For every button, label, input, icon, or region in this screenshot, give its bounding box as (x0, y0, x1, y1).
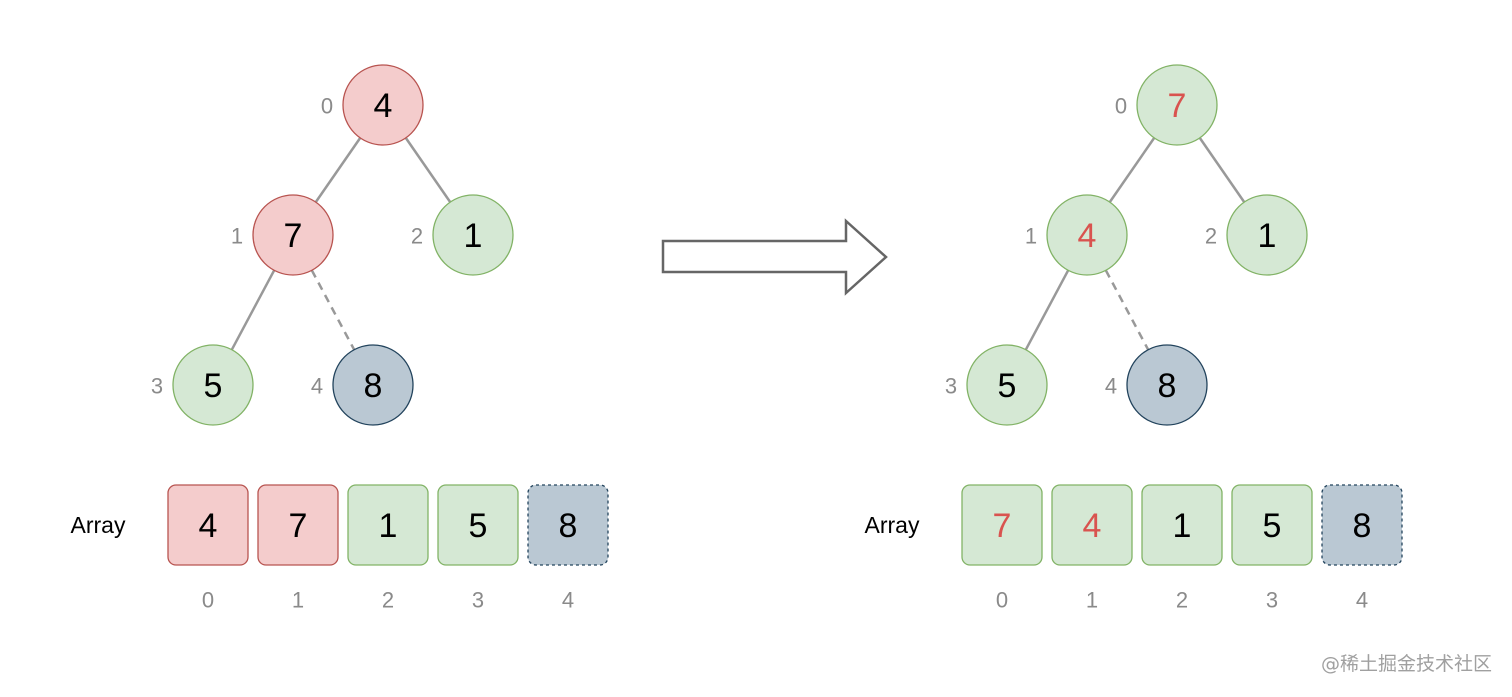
tree-node-index: 1 (231, 224, 243, 249)
tree-node-value: 5 (998, 367, 1017, 405)
array-cell-value: 1 (379, 507, 398, 545)
tree-node-4 (1126, 344, 1208, 426)
array-cell-2 (347, 484, 429, 566)
tree-node-1 (252, 194, 334, 276)
tree-node-value: 1 (1258, 217, 1277, 255)
tree-node-index: 0 (1115, 94, 1127, 119)
right-arrow-icon (661, 218, 888, 296)
array-cell-3 (437, 484, 519, 566)
tree-node-index: 2 (1205, 224, 1217, 249)
tree-node-1 (1046, 194, 1128, 276)
array-cell-4 (527, 484, 609, 566)
array-cell-value: 1 (1173, 507, 1192, 545)
tree-node-3 (172, 344, 254, 426)
array-cell-index: 0 (202, 588, 214, 613)
tree-node-index: 0 (321, 94, 333, 119)
tree-edge-0-1 (314, 137, 362, 203)
array-label: Array (71, 512, 126, 538)
array-cell-value: 7 (289, 507, 308, 545)
array-cell-index: 2 (382, 588, 394, 613)
array-cell-0 (961, 484, 1043, 566)
tree-node-value: 7 (1168, 87, 1187, 125)
tree-node-value: 4 (374, 87, 393, 125)
array-cell-value: 5 (1263, 507, 1282, 545)
array-cell-1 (257, 484, 339, 566)
tree-edge-1-4 (1104, 269, 1150, 351)
tree-node-value: 7 (284, 217, 303, 255)
array-cell-index: 1 (1086, 588, 1098, 613)
array-cell-value: 7 (993, 507, 1012, 545)
tree-node-value: 4 (1078, 217, 1097, 255)
array-cell-3 (1231, 484, 1313, 566)
array-cell-value: 5 (469, 507, 488, 545)
array-cell-value: 4 (1083, 507, 1102, 545)
tree-node-2 (1226, 194, 1308, 276)
array-cell-1 (1051, 484, 1133, 566)
tree-edge-1-3 (1024, 269, 1070, 351)
arrow-shape (661, 218, 888, 296)
array-cell-index: 2 (1176, 588, 1188, 613)
tree-edge-1-3 (230, 269, 276, 351)
tree-node-4 (332, 344, 414, 426)
array-cell-index: 3 (472, 588, 484, 613)
tree-node-index: 2 (411, 224, 423, 249)
array-cell-0 (167, 484, 249, 566)
array-cell-4 (1321, 484, 1403, 566)
watermark-text: @稀土掘金技术社区 (1321, 653, 1492, 675)
tree-node-value: 1 (464, 217, 483, 255)
array-cell-index: 1 (292, 588, 304, 613)
tree-node-index: 3 (945, 374, 957, 399)
array-cell-index: 0 (996, 588, 1008, 613)
tree-node-3 (966, 344, 1048, 426)
tree-node-value: 8 (364, 367, 383, 405)
tree-edge-0-2 (1198, 137, 1246, 203)
tree-edge-0-1 (1108, 137, 1156, 203)
tree-node-2 (432, 194, 514, 276)
tree-edge-1-4 (310, 269, 356, 351)
tree-edge-0-2 (404, 137, 452, 203)
array-label: Array (865, 512, 920, 538)
tree-node-value: 8 (1158, 367, 1177, 405)
tree-node-value: 5 (204, 367, 223, 405)
array-cell-value: 8 (1353, 507, 1372, 545)
array-cell-index: 4 (1356, 588, 1368, 613)
tree-node-index: 4 (311, 374, 323, 399)
tree-node-0 (1136, 64, 1218, 146)
tree-node-index: 3 (151, 374, 163, 399)
array-cell-index: 4 (562, 588, 574, 613)
tree-node-0 (342, 64, 424, 146)
array-cell-2 (1141, 484, 1223, 566)
array-cell-value: 8 (559, 507, 578, 545)
array-cell-index: 3 (1266, 588, 1278, 613)
tree-node-index: 4 (1105, 374, 1117, 399)
tree-node-index: 1 (1025, 224, 1037, 249)
array-cell-value: 4 (199, 507, 218, 545)
